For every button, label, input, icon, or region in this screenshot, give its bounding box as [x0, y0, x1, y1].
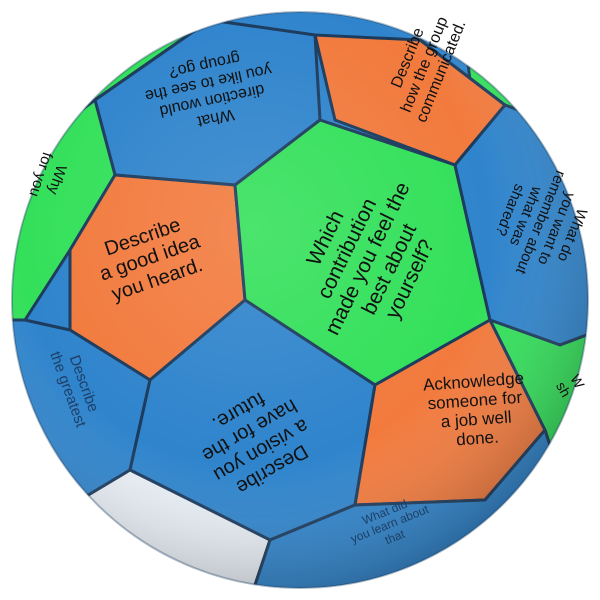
ball-shading [12, 12, 588, 588]
lower-right-orange-prompt: Acknowledge someone for a job well done. [422, 368, 525, 450]
